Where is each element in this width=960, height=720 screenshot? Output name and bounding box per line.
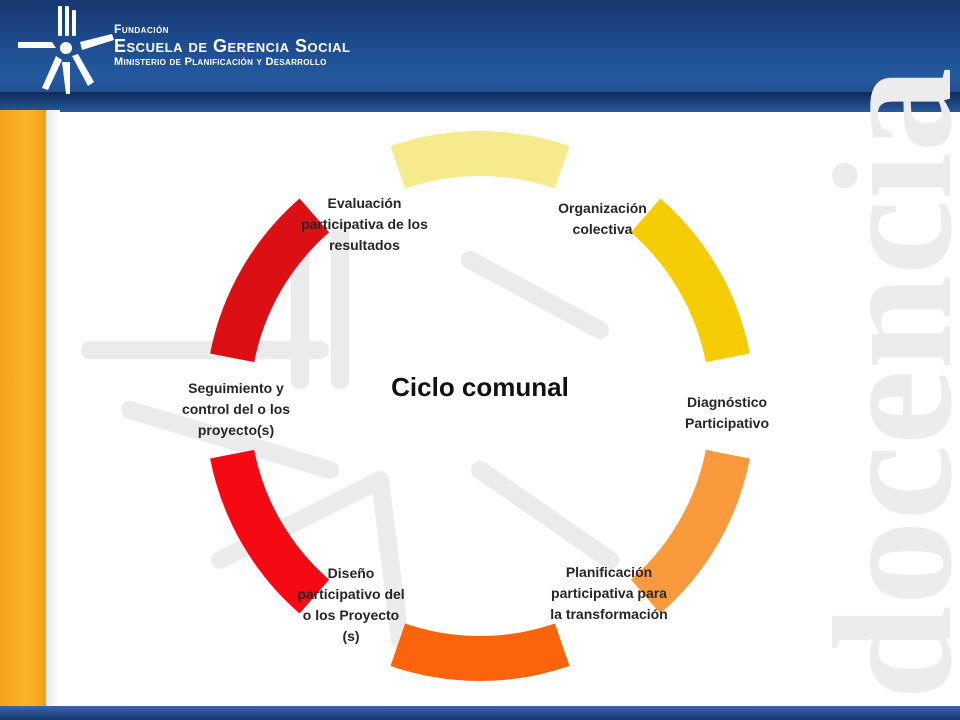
cycle-segment-0 [390, 131, 570, 189]
foundation-logo-icon [18, 6, 114, 94]
org-line-school: Escuela de Gerencia Social [114, 36, 351, 56]
org-line-foundation: Fundación [114, 22, 169, 36]
stage-label-evaluacion: Evaluación participativa de los resultad… [301, 195, 428, 253]
cycle-segment-1 [630, 198, 750, 363]
org-line-ministry: Ministerio de Planificación y Desarrollo [114, 56, 327, 68]
stage-label-diagnostico: Diagnóstico Participativo [684, 394, 770, 431]
organization-name: Fundación Escuela de Gerencia Social Min… [114, 22, 350, 68]
stage-label-organizacion: Organización colectiva [558, 200, 647, 237]
diagram-title: Ciclo comunal [391, 372, 569, 402]
stage-label-diseno: Diseño participativo del o los Proyecto … [297, 565, 405, 644]
cycle-segment-3 [390, 623, 570, 681]
left-bar-shadow [46, 110, 60, 720]
header-band [0, 92, 960, 114]
left-accent-bar [0, 110, 46, 720]
stage-label-planificacion: Planificación participativa para la tran… [550, 564, 668, 622]
bottom-bar [0, 706, 960, 720]
header-bar [0, 0, 960, 110]
stage-label-seguimiento: Seguimiento y control del o los proyecto… [181, 380, 291, 438]
cycle-segment-4 [210, 449, 330, 614]
cycle-segment-2 [630, 449, 750, 614]
cycle-segment-5 [210, 198, 330, 363]
